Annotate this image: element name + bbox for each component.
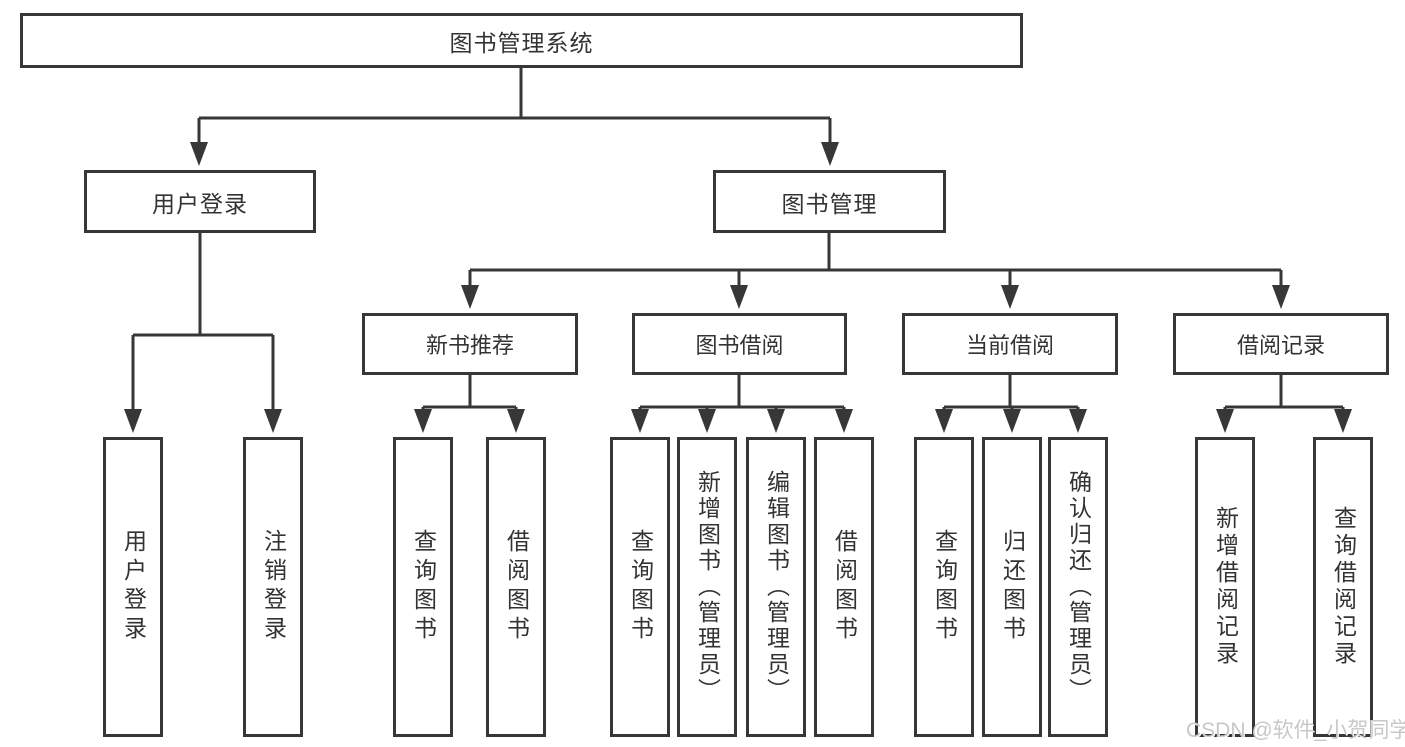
arrow-icons xyxy=(124,142,1352,433)
node-user-login: 用户登录 xyxy=(84,170,316,233)
leaf-label: 查询图书 xyxy=(627,529,654,645)
node-book-borrowing: 图书借阅 xyxy=(632,313,847,375)
arrowhead-icon xyxy=(1069,409,1087,433)
arrowhead-icon xyxy=(1003,409,1021,433)
arrowhead-icon xyxy=(461,285,479,309)
leaf-label: 归还图书 xyxy=(999,529,1026,645)
node-borrowing-records: 借阅记录 xyxy=(1173,313,1389,375)
leaf-label: 查询图书 xyxy=(931,529,958,645)
arrowhead-icon xyxy=(264,409,282,433)
arrowhead-icon xyxy=(190,142,208,166)
leaf-label: 编辑图书（管理员） xyxy=(763,470,790,704)
node-current-borrowing: 当前借阅 xyxy=(902,313,1118,375)
arrowhead-icon xyxy=(1272,285,1290,309)
arrowhead-icon xyxy=(935,409,953,433)
node-label: 新书推荐 xyxy=(425,333,514,358)
arrowhead-icon xyxy=(507,409,525,433)
leaf-confirm-return-admin: 确认归还（管理员） xyxy=(1048,437,1108,737)
leaf-label: 新增图书（管理员） xyxy=(694,470,721,704)
leaf-label: 注销登录 xyxy=(260,529,287,645)
leaf-logout-login: 注销登录 xyxy=(243,437,303,737)
node-new-book-recommendation: 新书推荐 xyxy=(362,313,578,375)
arrowhead-icon xyxy=(414,409,432,433)
leaf-user-login: 用户登录 xyxy=(103,437,163,737)
leaf-label: 借阅图书 xyxy=(503,529,530,645)
arrowhead-icon xyxy=(698,409,716,433)
leaf-label: 新增借阅记录 xyxy=(1212,506,1239,668)
node-book-management: 图书管理 xyxy=(713,170,946,233)
node-library-management-system: 图书管理系统 xyxy=(20,13,1023,68)
leaf-label: 查询图书 xyxy=(410,529,437,645)
leaf-borrow-books-recommend: 借阅图书 xyxy=(486,437,546,737)
node-label: 用户登录 xyxy=(152,190,248,217)
arrowhead-icon xyxy=(1216,409,1234,433)
leaf-query-borrow-record: 查询借阅记录 xyxy=(1313,437,1373,737)
leaf-edit-books-admin: 编辑图书（管理员） xyxy=(746,437,806,737)
leaf-label: 确认归还（管理员） xyxy=(1065,470,1092,704)
leaf-add-books-admin: 新增图书（管理员） xyxy=(677,437,737,737)
leaf-query-books-current: 查询图书 xyxy=(914,437,974,737)
leaf-add-borrow-record: 新增借阅记录 xyxy=(1195,437,1255,737)
arrowhead-icon xyxy=(1334,409,1352,433)
arrowhead-icon xyxy=(631,409,649,433)
arrowhead-icon xyxy=(1001,285,1019,309)
node-label: 图书管理系统 xyxy=(449,29,594,56)
node-label: 当前借阅 xyxy=(965,333,1054,358)
tree-edges xyxy=(131,68,1345,411)
arrowhead-icon xyxy=(730,285,748,309)
leaf-label: 查询借阅记录 xyxy=(1330,506,1357,668)
arrowhead-icon xyxy=(821,142,839,166)
arrowhead-icon xyxy=(124,409,142,433)
node-label: 借阅记录 xyxy=(1236,333,1325,358)
node-label: 图书借阅 xyxy=(695,333,784,358)
leaf-query-books-borrowing: 查询图书 xyxy=(610,437,670,737)
leaf-label: 借阅图书 xyxy=(831,529,858,645)
leaf-return-books: 归还图书 xyxy=(982,437,1042,737)
leaf-borrow-books-borrowing: 借阅图书 xyxy=(814,437,874,737)
leaf-query-books-recommend: 查询图书 xyxy=(393,437,453,737)
arrowhead-icon xyxy=(835,409,853,433)
leaf-label: 用户登录 xyxy=(120,529,147,645)
watermark-csdn: CSDN @软件_小贺同学 xyxy=(1186,719,1405,742)
node-label: 图书管理 xyxy=(781,190,878,217)
arrowhead-icon xyxy=(767,409,785,433)
